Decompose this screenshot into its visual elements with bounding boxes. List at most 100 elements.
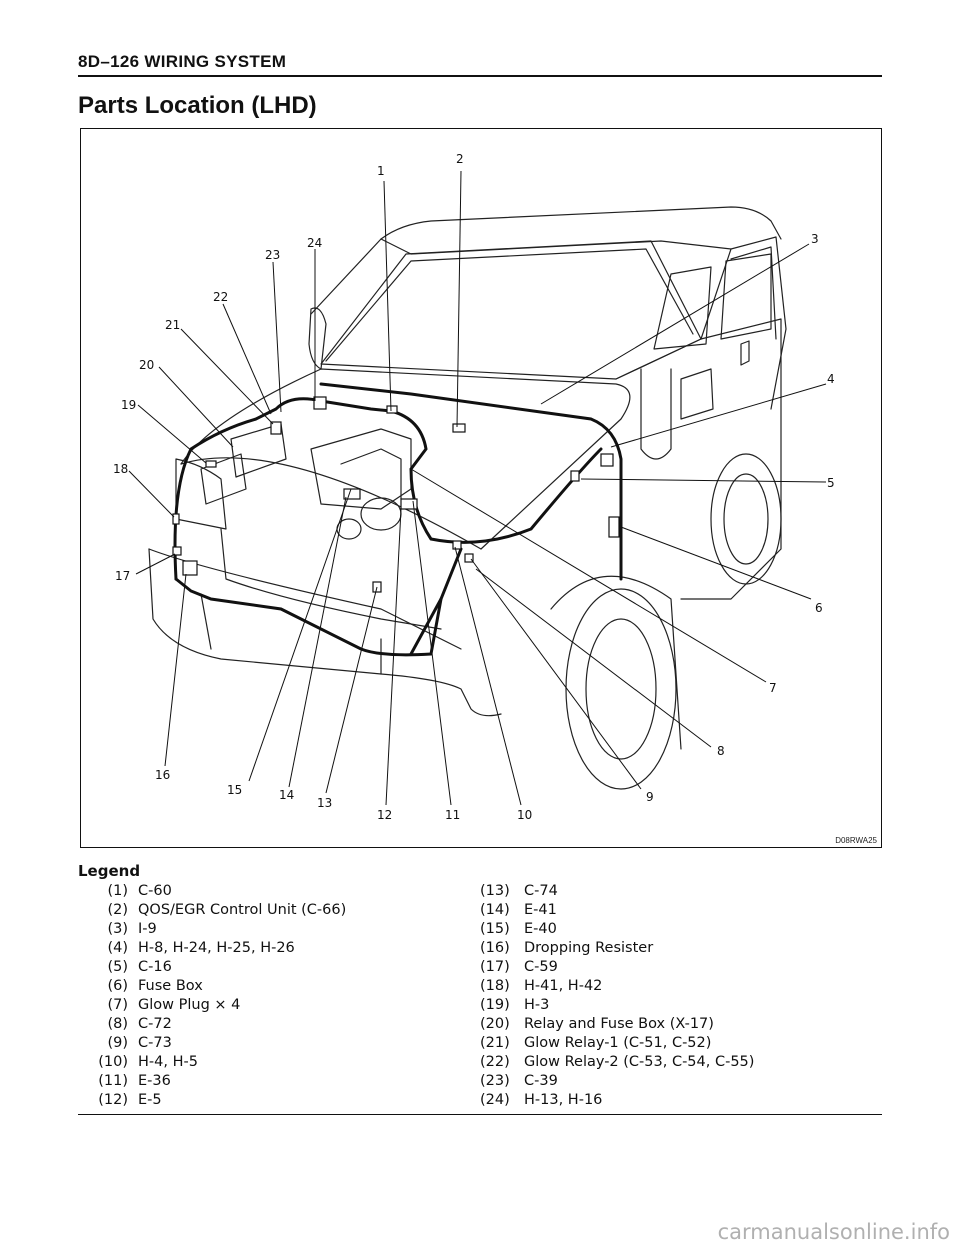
legend-item-number: (15)	[480, 921, 510, 937]
legend-item: (7) Glow Plug × 4	[78, 996, 480, 1015]
legend-item-number: (13)	[480, 883, 510, 899]
legend-item-number: (7)	[107, 997, 128, 1013]
legend-column-left: (1) C-60 (2) QOS/EGR Control Unit (C-66) (…	[78, 882, 480, 1110]
parts-location-figure: 1 2 3 4 5 6 7 8 9 10 11 12 13 14 15 16 1…	[80, 128, 882, 848]
legend-item: (8)C-72	[78, 1015, 480, 1034]
section-title: Parts Location (LHD)	[78, 92, 317, 119]
callout-3: 3	[811, 232, 819, 246]
legend-item-text: Dropping Resister	[524, 940, 654, 956]
legend-item: (4) H-8, H-24, H-25, H-26	[78, 939, 480, 958]
legend-item-number: (11)	[98, 1073, 128, 1089]
legend-item: (10) H-4, H-5	[78, 1053, 480, 1072]
callout-1: 1	[377, 164, 385, 178]
legend-item-text: H-41, H-42	[524, 978, 603, 994]
legend-item: (11) E-36	[78, 1072, 480, 1091]
legend-item-text: I-9	[138, 921, 157, 937]
legend-item-text: E-36	[138, 1073, 171, 1089]
vehicle-wiring-illustration: 1 2 3 4 5 6 7 8 9 10 11 12 13 14 15 16 1…	[113, 152, 835, 822]
legend-item-number: (2)	[107, 902, 128, 918]
legend-item: (24) H-13, H-16	[480, 1091, 882, 1110]
callout-13: 13	[317, 796, 332, 810]
callout-9: 9	[646, 790, 654, 804]
callout-2: 2	[456, 152, 464, 166]
legend: Legend (1) C-60 (2) QOS/EGR Control Unit (…	[78, 862, 882, 1110]
legend-item-number: (16)	[480, 940, 510, 956]
legend-item: (3) I-9	[78, 920, 480, 939]
legend-item: (21)Glow Relay-1 (C-51, C-52)	[480, 1034, 882, 1053]
legend-item: (15)E-40	[480, 920, 882, 939]
legend-item-number: (24)	[480, 1092, 510, 1108]
legend-item-text: C-39	[524, 1073, 558, 1089]
legend-item-number: (9)	[107, 1035, 128, 1051]
legend-item-text: H-3	[524, 997, 550, 1013]
legend-item-number: (21)	[480, 1035, 510, 1051]
legend-item: (5) C-16	[78, 958, 480, 977]
connector-markers	[172, 396, 620, 593]
callout-15: 15	[227, 783, 242, 797]
callout-21: 21	[165, 318, 180, 332]
callout-12: 12	[377, 808, 392, 822]
callout-6: 6	[815, 601, 823, 615]
legend-item-text: Glow Relay-2 (C-53, C-54, C-55)	[524, 1054, 755, 1070]
legend-item-number: (12)	[98, 1092, 128, 1108]
figure-code: D08RWA25	[835, 836, 877, 845]
callout-leader-lines	[128, 170, 827, 806]
legend-item: (2) QOS/EGR Control Unit (C-66)	[78, 901, 480, 920]
legend-item: (12) E-5	[78, 1091, 480, 1110]
legend-item-text: Relay and Fuse Box (X-17)	[524, 1016, 714, 1032]
callout-20: 20	[139, 358, 154, 372]
legend-item-text: C-60	[138, 883, 172, 899]
callout-11: 11	[445, 808, 460, 822]
callout-16: 16	[155, 768, 170, 782]
callout-17: 17	[115, 569, 130, 583]
legend-item-number: (19)	[480, 997, 510, 1013]
callout-19: 19	[121, 398, 136, 412]
callout-8: 8	[717, 744, 725, 758]
callout-7: 7	[769, 681, 777, 695]
wiring-harness	[173, 382, 623, 657]
legend-item-number: (10)	[98, 1054, 128, 1070]
legend-item-number: (20)	[480, 1016, 510, 1032]
legend-item-number: (4)	[107, 940, 128, 956]
legend-item-text: C-73	[138, 1035, 172, 1051]
legend-item-number: (23)	[480, 1073, 510, 1089]
legend-item-number: (1)	[107, 883, 128, 899]
legend-title: Legend	[78, 862, 141, 880]
legend-item-text: C-16	[138, 959, 172, 975]
legend-item-text: E-41	[524, 902, 557, 918]
callout-23: 23	[265, 248, 280, 262]
legend-item: (6) Fuse Box	[78, 977, 480, 996]
legend-item-text: QOS/EGR Control Unit (C-66)	[138, 902, 347, 918]
legend-item: (16) Dropping Resister	[480, 939, 882, 958]
legend-item-number: (5)	[107, 959, 128, 975]
legend-item: (17) C-59	[480, 958, 882, 977]
legend-item-number: (3)	[107, 921, 128, 937]
legend-item-number: (6)	[107, 978, 128, 994]
callout-4: 4	[827, 372, 835, 386]
watermark: carmanualsonline.info	[717, 1220, 950, 1244]
legend-item: (23) C-39	[480, 1072, 882, 1091]
legend-item: (19) H-3	[480, 996, 882, 1015]
legend-item: (1) C-60	[78, 882, 480, 901]
legend-item-text: H-8, H-24, H-25, H-26	[138, 940, 295, 956]
legend-item-number: (17)	[480, 959, 510, 975]
callout-22: 22	[213, 290, 228, 304]
legend-item: (22)Glow Relay-2 (C-53, C-54, C-55)	[480, 1053, 882, 1072]
legend-item-text: Glow Plug × 4	[138, 997, 241, 1013]
callout-18: 18	[113, 462, 128, 476]
callout-24: 24	[307, 236, 322, 250]
legend-item-number: (14)	[480, 902, 510, 918]
callout-10: 10	[517, 808, 532, 822]
header-rule	[78, 75, 882, 77]
legend-item-text: C-59	[524, 959, 558, 975]
legend-item-text: H-4, H-5	[138, 1054, 198, 1070]
legend-item-text: C-72	[138, 1016, 172, 1032]
legend-item-number: (18)	[480, 978, 510, 994]
legend-item-text: H-13, H-16	[524, 1092, 603, 1108]
callout-5: 5	[827, 476, 835, 490]
legend-item-text: E-5	[138, 1092, 162, 1108]
callout-numbers: 1 2 3 4 5 6 7 8 9 10 11 12 13 14 15 16 1…	[113, 152, 835, 822]
footer-rule	[78, 1114, 882, 1115]
legend-item: (14) E-41	[480, 901, 882, 920]
legend-item-text: Fuse Box	[138, 978, 203, 994]
